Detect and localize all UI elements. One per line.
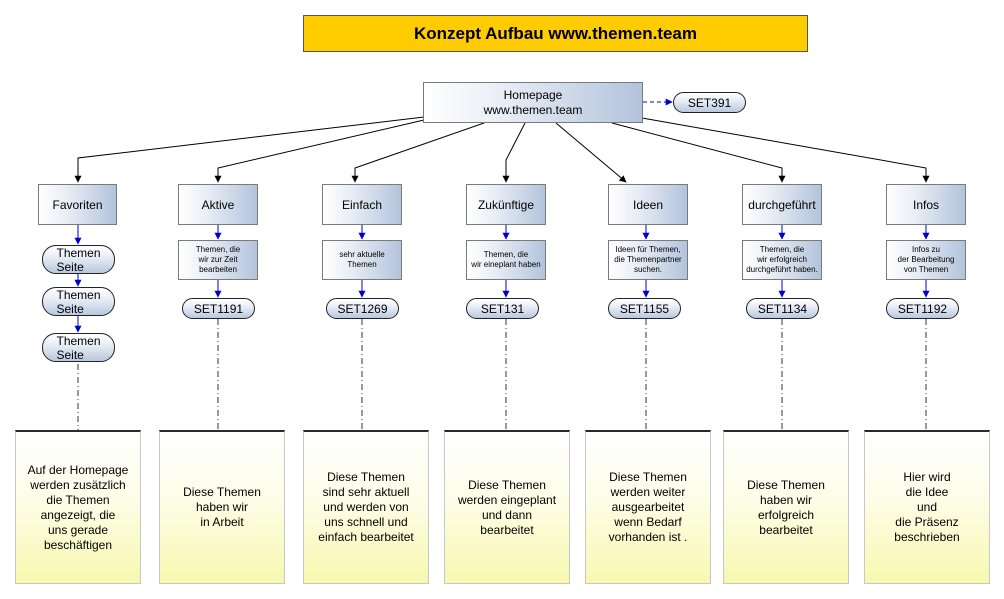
link-homepage-ideen	[555, 122, 627, 183]
set-badge-ideen: SET1155	[608, 298, 681, 319]
description-aktive: Themen, die wir zur Zeit bearbeiten	[178, 240, 258, 280]
category-durchgefuehrt: durchgeführt	[742, 184, 822, 225]
description-zukuenftige: Themen, die wir eineplant haben	[466, 240, 546, 280]
note-infos: Hier wird die Idee und die Präsenz besch…	[864, 430, 990, 584]
category-favoriten: Favoriten	[38, 184, 117, 225]
description-ideen: Ideen für Themen, die Themenpartner such…	[608, 240, 688, 280]
favorites-page-3: Themen Seite	[42, 333, 115, 362]
favorites-page-1: Themen Seite	[42, 245, 115, 274]
link-homepage-einfach	[351, 122, 485, 183]
diagram-title: Konzept Aufbau www.themen.team	[303, 15, 808, 52]
category-infos: Infos	[886, 184, 966, 225]
set-badge-aktive: SET1191	[182, 298, 255, 319]
link-homepage-zukuenftige	[502, 122, 526, 183]
set-badge-infos: SET1192	[886, 298, 959, 319]
note-einfach: Diese Themen sind sehr aktuell und werde…	[303, 430, 429, 584]
link-homepage-aktive	[214, 119, 425, 183]
set-badge-durchgefuehrt: SET1134	[746, 298, 819, 319]
homepage-node: Homepage www.themen.team	[423, 82, 643, 123]
description-infos: Infos zu der Bearbeitung von Themen	[886, 240, 966, 280]
category-einfach: Einfach	[322, 184, 402, 225]
note-zukuenftige: Diese Themen werden eingeplant und dann …	[444, 430, 570, 584]
set-badge-einfach: SET1269	[326, 298, 399, 319]
note-durchgefuehrt: Diese Themen haben wir erfolgreich bearb…	[723, 430, 849, 584]
link-homepage-favoriten	[74, 116, 425, 183]
set-badge-homepage: SET391	[673, 92, 746, 113]
note-favoriten: Auf der Homepage werden zusätzlich die T…	[15, 430, 141, 584]
set-badge-zukuenftige: SET131	[466, 298, 539, 319]
note-ideen: Diese Themen werden weiter ausgearbeitet…	[585, 430, 711, 584]
category-zukuenftige: Zukünftige	[466, 184, 546, 225]
favorites-page-2: Themen Seite	[42, 287, 115, 316]
category-aktive: Aktive	[178, 184, 258, 225]
category-ideen: Ideen	[608, 184, 688, 225]
link-homepage-durchgefuehrt	[611, 122, 786, 183]
note-aktive: Diese Themen haben wir in Arbeit	[159, 430, 285, 584]
description-durchgefuehrt: Themen, die wir erfolgreich durchgeführt…	[742, 240, 822, 280]
link-homepage-infos	[641, 117, 930, 183]
description-einfach: sehr aktuelle Themen	[322, 240, 402, 280]
